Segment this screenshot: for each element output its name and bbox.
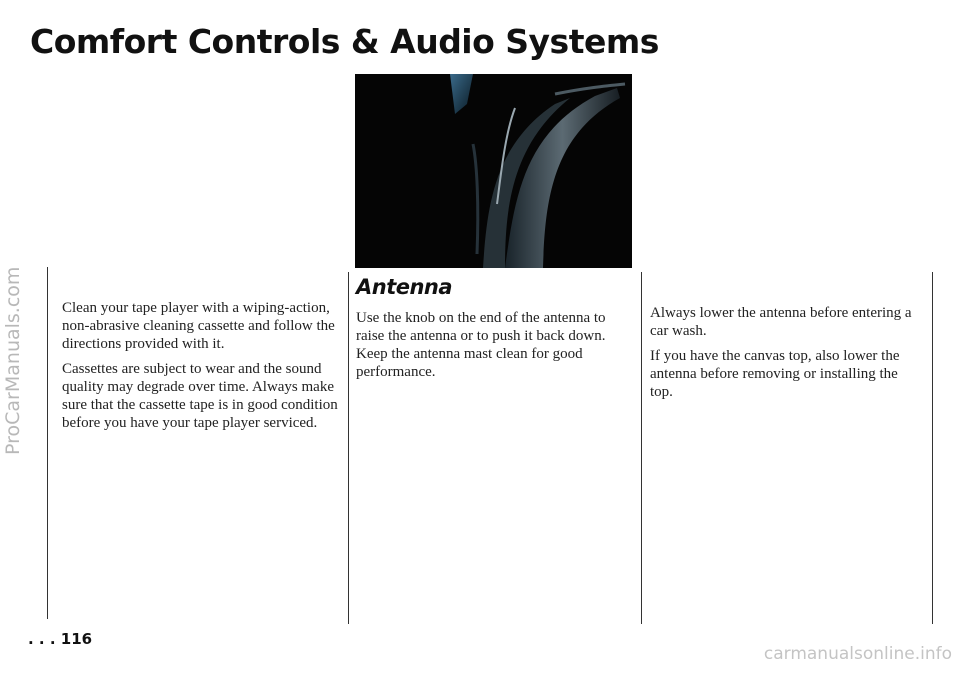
paragraph: If you have the canvas top, also lower t… [650,348,900,400]
column-rule-left [47,267,48,619]
side-watermark: ProCarManuals.com [2,266,24,455]
column-rule-right [641,272,642,624]
bottom-watermark: carmanualsonline.info [763,644,952,664]
antenna-photo [355,74,632,268]
left-column: Clean your tape player with a wiping-act… [62,299,342,439]
paragraph: Cassettes are subject to wear and the so… [62,361,338,431]
column-rule-middle [348,272,349,624]
right-column: Always lower the antenna before entering… [650,304,920,408]
page-title: Comfort Controls & Audio Systems [30,22,659,61]
column-rule-far-right [932,272,933,624]
paragraph: Always lower the antenna before entering… [650,305,912,339]
page-number: . . . 116 [28,630,93,648]
paragraph: Use the knob on the end of the antenna t… [356,310,606,380]
antenna-heading: Antenna [356,275,453,299]
middle-column: Use the knob on the end of the antenna t… [356,309,632,388]
paragraph: Clean your tape player with a wiping-act… [62,300,335,352]
